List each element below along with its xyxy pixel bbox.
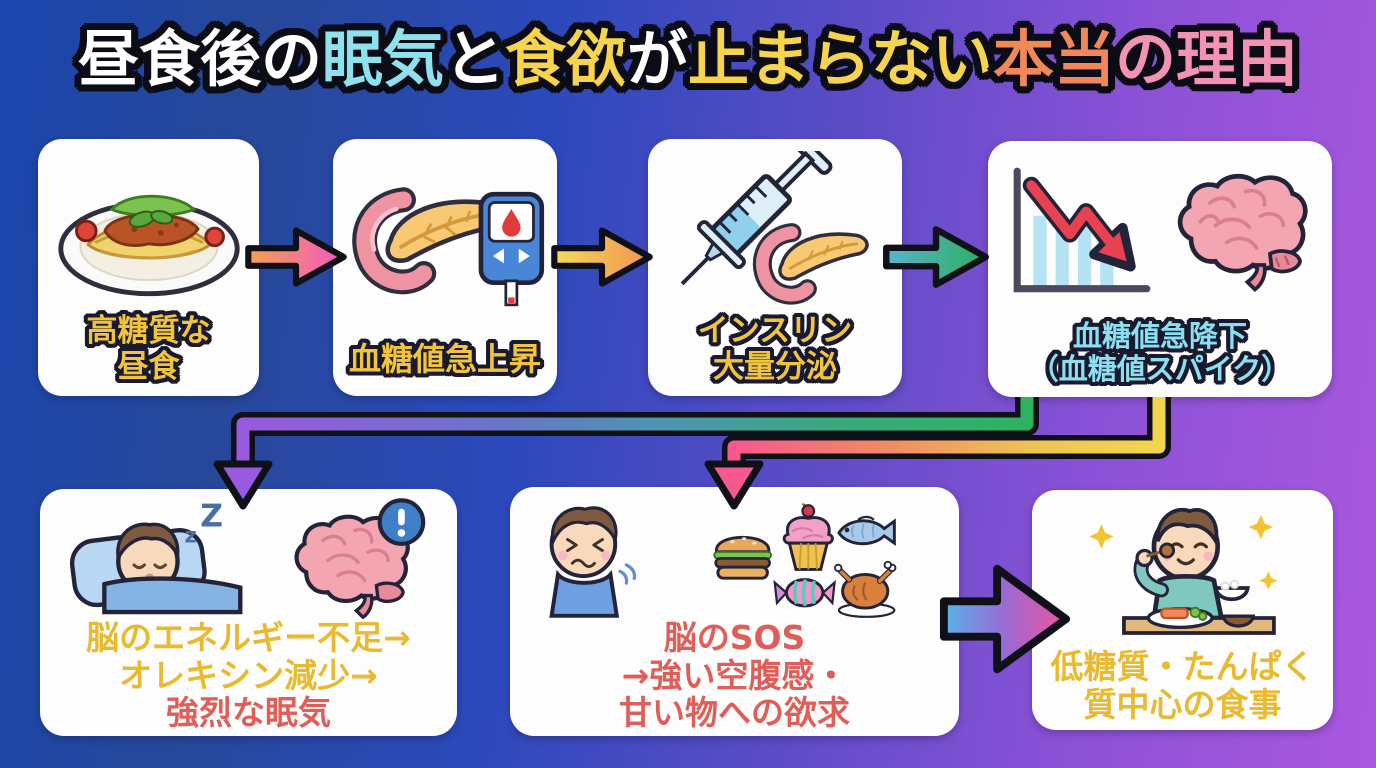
zz-large-glyph: Z bbox=[200, 499, 223, 535]
arrow-insulin-to-crash bbox=[883, 226, 989, 288]
card6-icons bbox=[510, 487, 959, 619]
sleeping-person-icon: z Z bbox=[69, 499, 243, 615]
card7-label-line1: 低糖質・たんぱく bbox=[1050, 647, 1315, 686]
craving-foods-icons bbox=[712, 502, 896, 618]
card1-icons bbox=[38, 139, 259, 314]
title-segment-real: 本当 bbox=[993, 24, 1116, 95]
card6-label-line1: 脳のSOS bbox=[663, 618, 806, 657]
pancreas-icon bbox=[752, 222, 869, 305]
card2-label: 血糖値急上昇 bbox=[333, 339, 557, 396]
title-segment-appetite: 食欲 bbox=[504, 24, 627, 95]
arrow-cravings-to-solution bbox=[939, 564, 1071, 674]
card7-label-line2: 質中心の食事 bbox=[1083, 685, 1282, 725]
card5-label-line3: 強烈な眠気 bbox=[166, 693, 331, 733]
card4-label-line2: （血糖値スパイク） bbox=[1029, 352, 1291, 387]
card1-label-line1: 高糖質な bbox=[86, 313, 211, 350]
sparkle-icon bbox=[1088, 524, 1114, 549]
card6-label-line3: 甘い物への欲求 bbox=[619, 693, 850, 733]
zz-small-glyph: z bbox=[185, 523, 197, 547]
card1-label: 高糖質な 昼食 bbox=[38, 313, 259, 396]
title-segment: と bbox=[443, 24, 505, 95]
step-card-blood-sugar-crash: 血糖値急降下 （血糖値スパイク） bbox=[988, 141, 1332, 397]
step-card-strong-sleepiness: z Z 脳のエネルギー不足→ オレキシン減少→ 強烈な眠気 bbox=[40, 489, 457, 736]
card3-icons bbox=[648, 139, 902, 314]
pasta-plate-icon bbox=[57, 194, 240, 296]
card2-icons bbox=[333, 139, 557, 341]
arrow-surge-to-insulin bbox=[551, 227, 653, 287]
card7-label: 低糖質・たんぱく 質中心の食事 bbox=[1032, 647, 1333, 734]
card6-label-line2: →強い空腹感・ bbox=[621, 655, 848, 695]
alert-badge-icon bbox=[377, 498, 426, 546]
burger-icon bbox=[712, 535, 772, 580]
page-title: 昼食後の眠気と食欲が止まらない本当の理由 bbox=[0, 26, 1376, 93]
brain-alert-icon bbox=[294, 498, 426, 619]
glucose-meter-icon bbox=[478, 191, 545, 307]
healthy-meal-person-icon bbox=[1088, 507, 1278, 635]
card5-label: 脳のエネルギー不足→ オレキシン減少→ 強烈な眠気 bbox=[40, 619, 457, 739]
card5-label-line2: オレキシン減少→ bbox=[119, 655, 378, 695]
cupcake-icon bbox=[782, 502, 834, 571]
title-segment-sleepiness: 眠気 bbox=[321, 24, 444, 95]
step-card-insulin-release: インスリン 大量分泌 bbox=[648, 139, 902, 396]
step-card-brain-sos-cravings: 脳のSOS →強い空腹感・ 甘い物への欲求 bbox=[510, 487, 959, 736]
card7-icons bbox=[1032, 490, 1333, 648]
step-card-blood-sugar-surge: 血糖値急上昇 bbox=[333, 139, 557, 396]
card4-icons bbox=[988, 141, 1332, 320]
title-segment: 昼食後の bbox=[77, 24, 322, 95]
card5-icons: z Z bbox=[40, 489, 457, 619]
brain-icon bbox=[1177, 174, 1308, 293]
syringe-pancreas-icon bbox=[680, 150, 869, 305]
card4-label: 血糖値急降下 （血糖値スパイク） bbox=[988, 318, 1332, 397]
candy-icon bbox=[772, 578, 836, 608]
falling-chart-icon bbox=[1013, 168, 1151, 293]
card4-label-line1: 血糖値急降下 bbox=[1072, 318, 1247, 353]
syringe-icon bbox=[680, 150, 833, 285]
card2-label-line1: 血糖値急上昇 bbox=[348, 339, 541, 378]
card6-label: 脳のSOS →強い空腹感・ 甘い物への欲求 bbox=[510, 619, 959, 739]
fish-icon bbox=[836, 515, 896, 546]
card3-label-line2: 大量分泌 bbox=[713, 349, 837, 386]
card5-label-line1: 脳のエネルギー不足→ bbox=[86, 618, 411, 657]
card3-label: インスリン 大量分泌 bbox=[648, 313, 902, 396]
distressed-person-icon bbox=[548, 506, 636, 618]
sparkle-icon bbox=[1258, 571, 1278, 590]
step-card-low-carb-solution: 低糖質・たんぱく 質中心の食事 bbox=[1032, 490, 1333, 730]
sparkle-icon bbox=[1248, 514, 1273, 540]
arrow-lunch-to-surge bbox=[245, 227, 347, 287]
pancreas-glucose-icon bbox=[352, 187, 545, 307]
pancreas-icon bbox=[352, 187, 505, 295]
title-segment: が bbox=[627, 24, 689, 95]
card1-label-line2: 昼食 bbox=[117, 349, 180, 386]
title-segment: 止まらない bbox=[688, 24, 994, 95]
title-segment-reason: の理由 bbox=[1115, 24, 1299, 95]
step-card-high-carb-lunch: 高糖質な 昼食 bbox=[38, 139, 259, 396]
card3-label-line1: インスリン bbox=[697, 313, 853, 350]
roast-turkey-icon bbox=[833, 560, 896, 618]
